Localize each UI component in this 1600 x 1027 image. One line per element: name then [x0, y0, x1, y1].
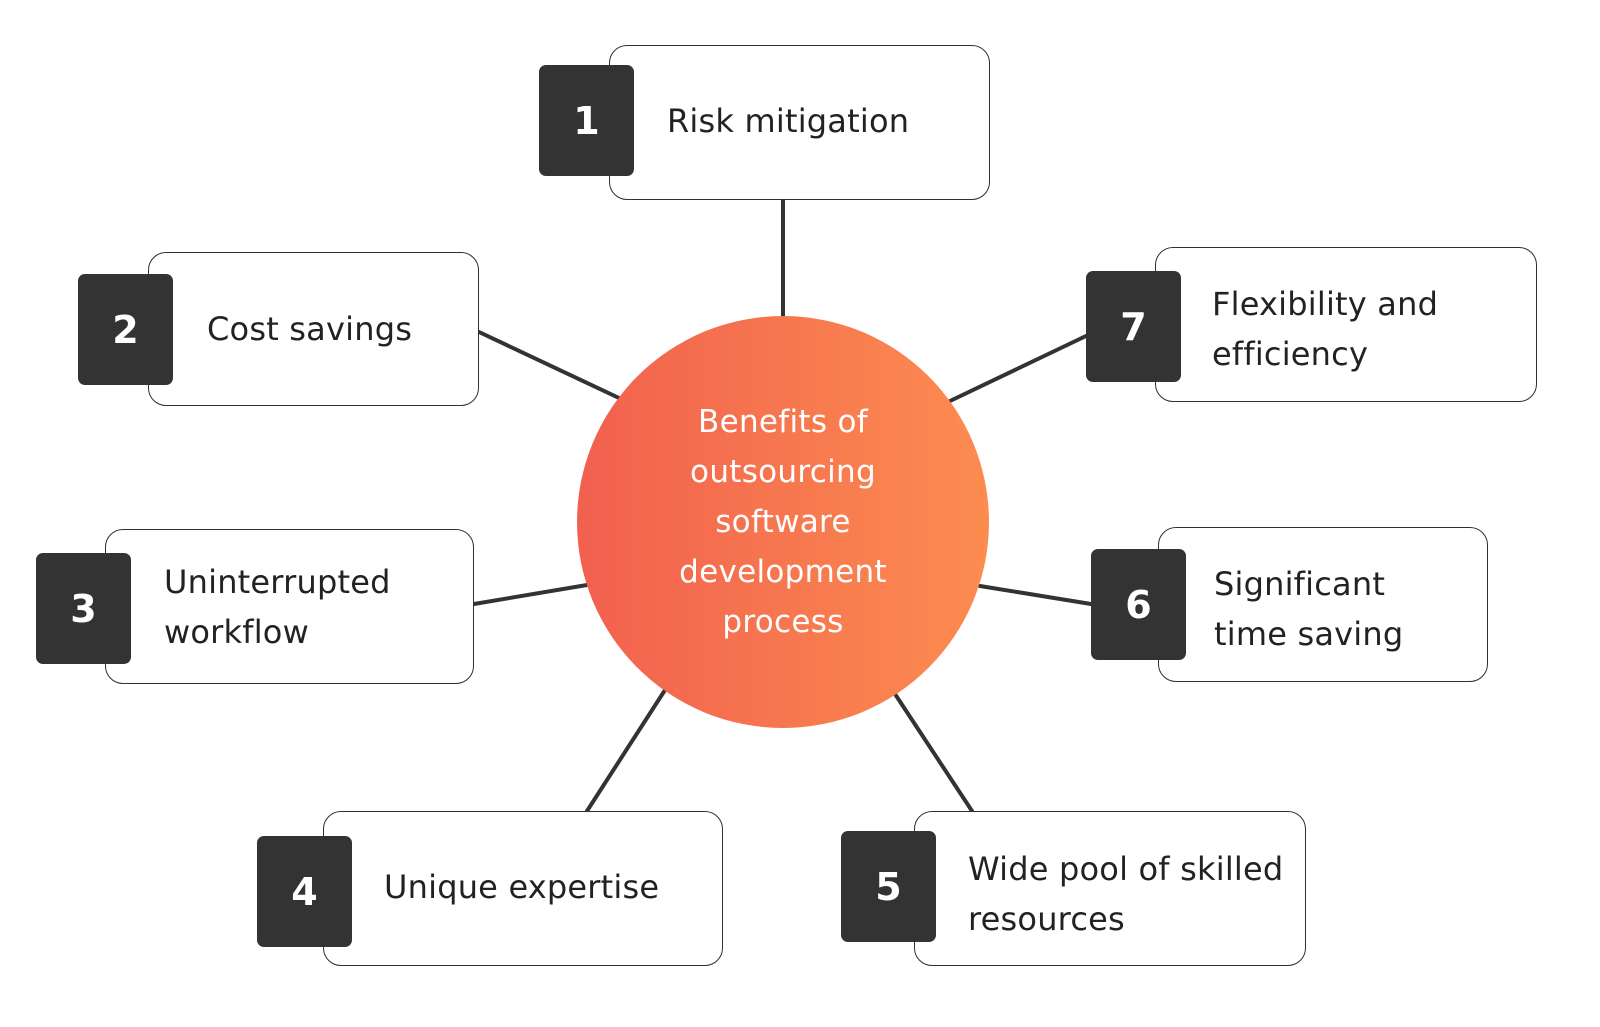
- benefit-label-5: Wide pool of skilled resources: [968, 844, 1288, 944]
- number-badge-2: 2: [78, 274, 173, 385]
- badge-number: 4: [291, 869, 318, 914]
- badge-number: 3: [70, 586, 97, 631]
- center-hub: Benefits of outsourcing software develop…: [577, 316, 989, 728]
- connector-3: [472, 583, 589, 606]
- benefit-card-2: [148, 252, 479, 406]
- connector-6: [978, 584, 1093, 606]
- connector-7: [948, 334, 1088, 403]
- number-badge-6: 6: [1091, 549, 1186, 660]
- benefit-label-7: Flexibility and efficiency: [1212, 279, 1502, 379]
- number-badge-5: 5: [841, 831, 936, 942]
- benefit-label-2: Cost savings: [207, 310, 413, 348]
- benefit-label-4: Unique expertise: [384, 868, 660, 906]
- badge-number: 7: [1120, 304, 1147, 349]
- number-badge-4: 4: [257, 836, 352, 947]
- benefit-label-7-text: Flexibility and efficiency: [1212, 285, 1439, 373]
- badge-number: 1: [573, 98, 600, 143]
- benefit-card-6: [1158, 527, 1488, 682]
- benefit-label-1: Risk mitigation: [667, 102, 910, 140]
- number-badge-7: 7: [1086, 271, 1181, 382]
- benefit-label-3-text: Uninterrupted workflow: [164, 563, 391, 651]
- badge-number: 2: [112, 307, 139, 352]
- benefit-card-5: [914, 811, 1306, 966]
- center-title: Benefits of outsourcing software develop…: [679, 404, 887, 640]
- number-badge-1: 1: [539, 65, 634, 176]
- benefit-label-3: Uninterrupted workflow: [164, 557, 444, 657]
- benefit-card-4: [323, 811, 723, 966]
- badge-number: 6: [1125, 582, 1152, 627]
- badge-number: 5: [875, 864, 902, 909]
- benefit-card-3: [105, 529, 474, 684]
- benefit-label-6: Significant time saving: [1214, 559, 1464, 659]
- benefit-label-6-text: Significant time saving: [1214, 565, 1404, 653]
- connector-5: [893, 692, 974, 813]
- number-badge-3: 3: [36, 553, 131, 664]
- connector-2: [477, 330, 621, 400]
- connector-4: [585, 688, 667, 813]
- benefit-label-5-text: Wide pool of skilled resources: [968, 850, 1284, 938]
- benefit-card-7: [1155, 247, 1537, 402]
